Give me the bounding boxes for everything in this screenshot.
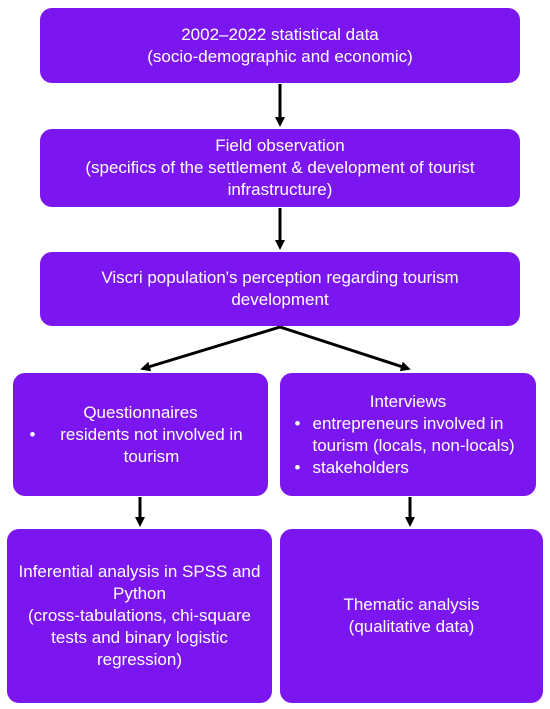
inferential-analysis-title-1: Inferential analysis in SPSS and <box>18 562 261 581</box>
inferential-analysis-detail-2: tests and binary logistic <box>51 628 228 647</box>
statistical-data-box: 2002–2022 statistical data (socio-demogr… <box>40 8 520 83</box>
bullet-icon: • <box>294 413 301 433</box>
thematic-analysis-box: Thematic analysis (qualitative data) <box>280 529 543 703</box>
field-observation-box: Field observation (specifics of the sett… <box>40 129 520 207</box>
inferential-analysis-box: Inferential analysis in SPSS and Python … <box>7 529 272 703</box>
interviews-title: Interviews <box>369 391 447 411</box>
thematic-analysis-subtitle: (qualitative data) <box>348 617 475 636</box>
questionnaires-item-text: residents not involved in tourism <box>60 424 243 466</box>
statistical-data-title: 2002–2022 statistical data <box>181 24 379 44</box>
arrow-perception-to-questionnaires <box>140 325 281 372</box>
bullet-icon: • <box>29 424 36 444</box>
questionnaires-item: • residents not involved in tourism <box>30 424 252 468</box>
questionnaires-box: Questionnaires • residents not involved i… <box>13 373 268 496</box>
interviews-item: • stakeholders <box>289 457 528 479</box>
perception-title-2: development <box>231 290 329 309</box>
perception-box: Viscri population's perception regarding… <box>40 252 520 326</box>
inferential-analysis-title-2: Python <box>113 584 166 603</box>
bullet-icon: • <box>294 457 301 477</box>
field-observation-title: Field observation <box>215 136 345 155</box>
perception-title-1: Viscri population's perception regarding… <box>101 268 459 287</box>
interviews-list: • entrepreneurs involved in tourism (loc… <box>289 413 528 479</box>
field-observation-detail-2: infrastructure) <box>227 180 333 199</box>
interviews-item: • entrepreneurs involved in tourism (loc… <box>289 413 528 457</box>
questionnaires-list: • residents not involved in tourism <box>30 424 252 468</box>
questionnaires-title: Questionnaires <box>83 402 198 422</box>
inferential-analysis-detail-1: (cross-tabulations, chi-square <box>28 606 251 625</box>
interviews-item-text: entrepreneurs involved in tourism (local… <box>312 413 515 455</box>
interviews-box: Interviews • entrepreneurs involved in t… <box>280 373 536 496</box>
interviews-item-text: stakeholders <box>312 457 409 477</box>
thematic-analysis-title: Thematic analysis <box>343 595 480 614</box>
statistical-data-subtitle: (socio-demographic and economic) <box>147 46 413 66</box>
arrow-perception-to-interviews <box>279 325 411 372</box>
field-observation-detail-1: (specifics of the settlement & developme… <box>85 158 475 177</box>
inferential-analysis-detail-3: regression) <box>96 650 183 669</box>
